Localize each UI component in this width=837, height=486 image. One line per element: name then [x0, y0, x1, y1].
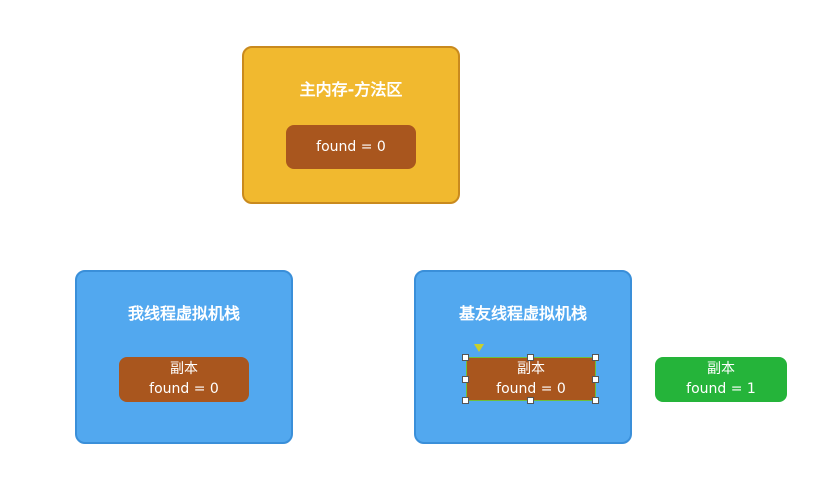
my-thread-copy-value: found = 0 [149, 381, 219, 397]
friend-thread-copy-label: 副本 [517, 361, 545, 377]
resize-handle-bottom[interactable] [527, 397, 534, 404]
updated-copy-label: 副本 [707, 361, 735, 377]
resize-handle-left[interactable] [462, 376, 469, 383]
friend-thread-copy-variable[interactable]: 副本 found = 0 [466, 357, 596, 401]
resize-handle-bottom-right[interactable] [592, 397, 599, 404]
resize-handle-top-left[interactable] [462, 354, 469, 361]
main-memory-variable: found = 0 [286, 125, 416, 169]
my-thread-copy-variable: 副本 found = 0 [119, 357, 249, 402]
main-memory-title: 主内存-方法区 [299, 80, 403, 99]
my-thread-copy-label: 副本 [170, 361, 198, 377]
main-memory-box: 主内存-方法区 [242, 46, 460, 204]
resize-handle-bottom-left[interactable] [462, 397, 469, 404]
friend-thread-copy-value: found = 0 [496, 381, 566, 397]
friend-thread-stack-title: 基友线程虚拟机栈 [458, 304, 587, 323]
updated-copy-variable: 副本 found = 1 [655, 357, 787, 402]
resize-handle-right[interactable] [592, 376, 599, 383]
updated-copy-value: found = 1 [686, 381, 756, 397]
my-thread-stack-box: 我线程虚拟机栈 [75, 270, 293, 444]
resize-handle-top-right[interactable] [592, 354, 599, 361]
my-thread-stack-title: 我线程虚拟机栈 [127, 304, 240, 323]
rotate-handle-icon[interactable] [474, 344, 484, 352]
resize-handle-top[interactable] [527, 354, 534, 361]
main-memory-variable-text: found = 0 [316, 139, 386, 155]
